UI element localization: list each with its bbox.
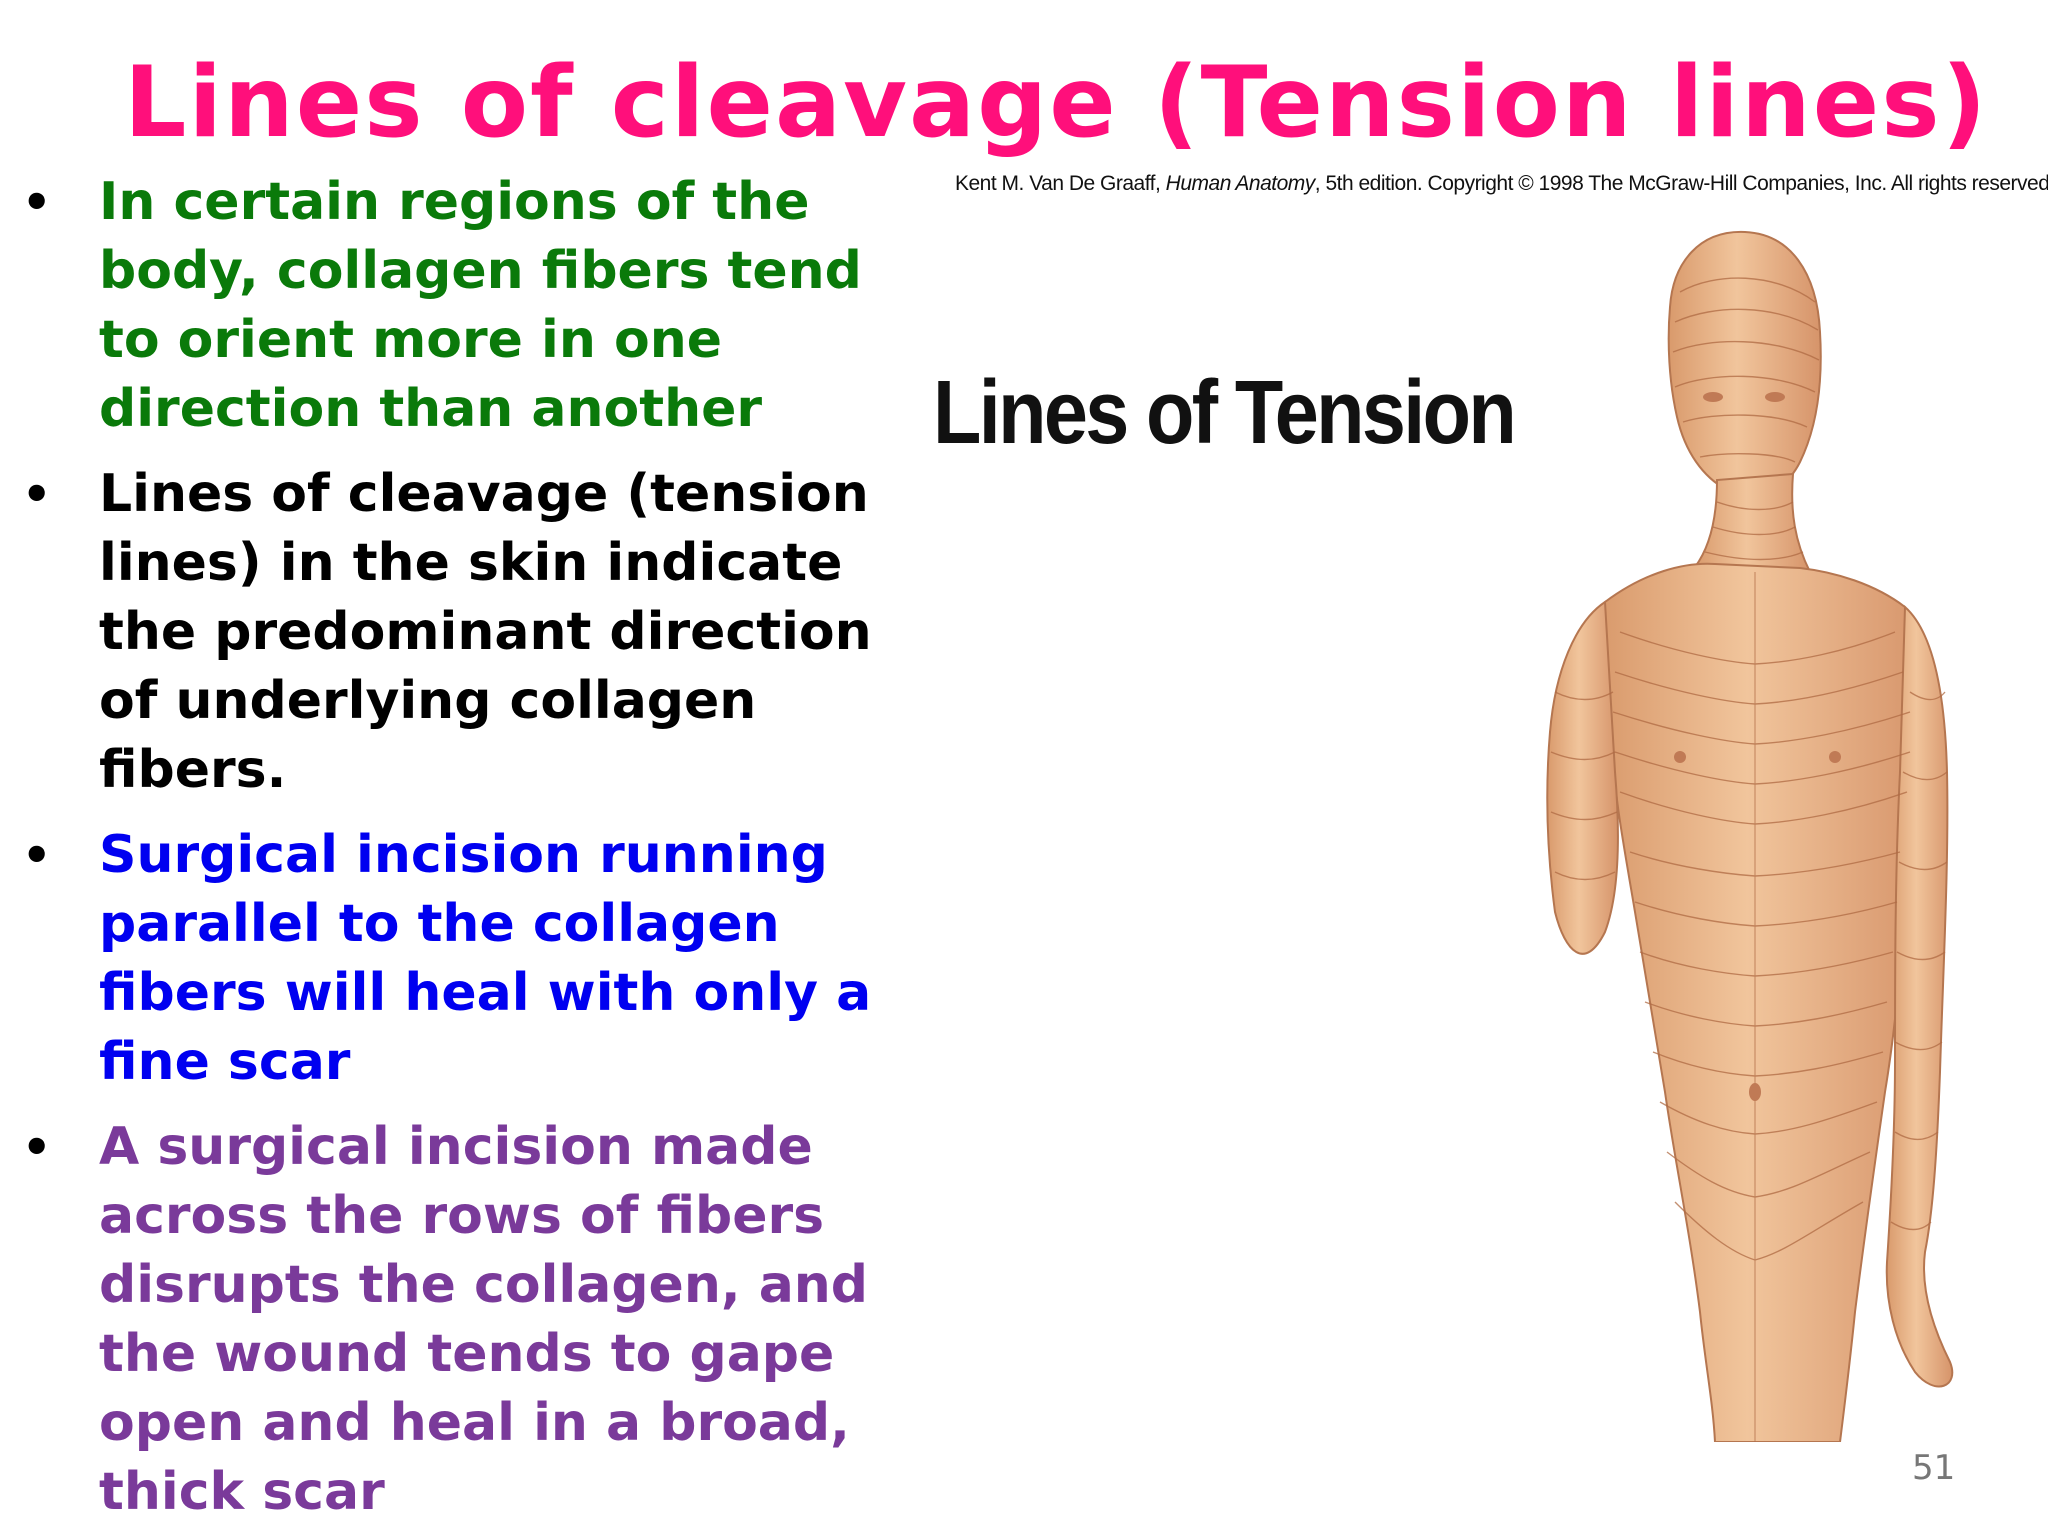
slide-title: Lines of cleavage (Tension lines) [124,46,1989,160]
human-torso-tension-lines-illustration [1546,230,1954,1442]
bullet-item-4: • A surgical incision made across the ro… [0,1113,880,1527]
bullet-text-3: Surgical incision running parallel to th… [99,825,872,1092]
bullet-dot-icon: • [22,1120,52,1174]
tension-lines [1550,277,1948,1442]
anatomy-figure: Kent M. Van De Graaff, Human Anatomy, 5t… [933,172,2048,1442]
bullet-item-3: • Surgical incision running parallel to … [0,821,880,1097]
body-silhouette [1546,230,1954,1442]
figure-credit: Kent M. Van De Graaff, Human Anatomy, 5t… [955,172,2048,196]
bullet-item-1: • In certain regions of the body, collag… [0,168,880,444]
bullet-text-4: A surgical incision made across the rows… [99,1117,869,1522]
figure-label: Lines of Tension [933,363,1517,463]
bullet-dot-icon: • [22,175,52,229]
credit-book: Human Anatomy [1165,172,1316,195]
bullet-list: • In certain regions of the body, collag… [0,168,880,1536]
page-number: 51 [1912,1448,1956,1488]
credit-rest: , 5th edition. Copyright © 1998 The McGr… [1314,172,2048,195]
body-features [1674,392,1841,1101]
credit-author: Kent M. Van De Graaff, [955,172,1166,195]
bullet-dot-icon: • [22,828,52,882]
bullet-dot-icon: • [22,467,52,521]
bullet-text-2: Lines of cleavage (tension lines) in the… [99,464,872,800]
bullet-item-2: • Lines of cleavage (tension lines) in t… [0,460,880,805]
bullet-text-1: In certain regions of the body, collagen… [99,172,862,439]
